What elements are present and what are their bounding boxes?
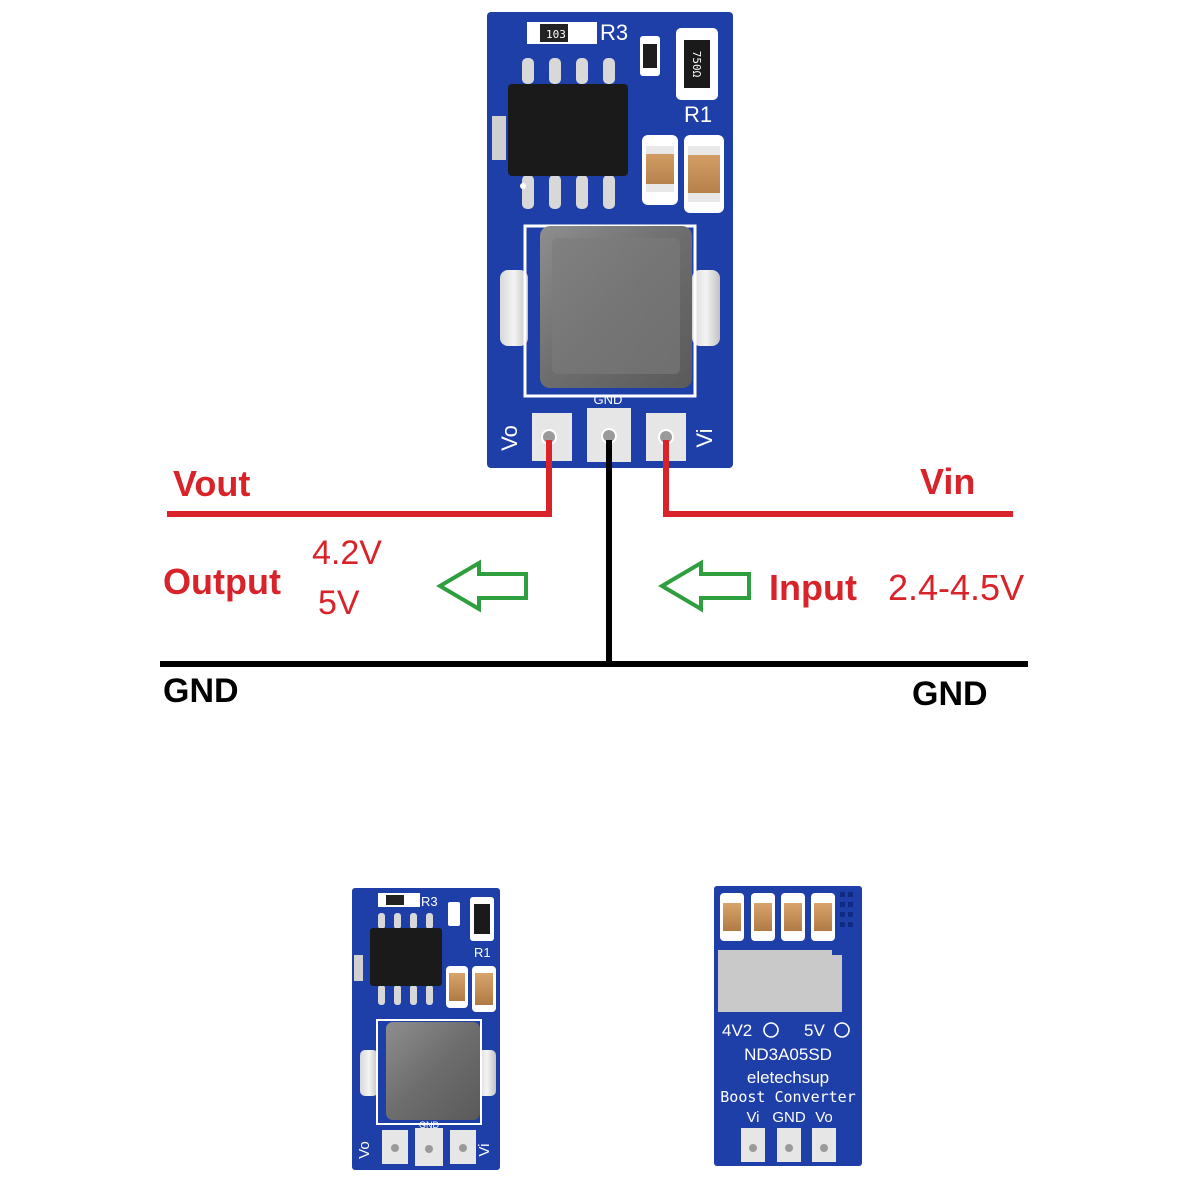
vin-label: Vin [920, 461, 975, 502]
pin-label-gnd: GND [594, 392, 623, 407]
output-voltage-2: 5V [318, 584, 360, 622]
small-label-r1: R1 [474, 945, 491, 960]
pin-label-vi: Vi [692, 428, 717, 447]
r3-code: 103 [546, 28, 566, 41]
small-pin-vo: Vo [356, 1141, 373, 1159]
bottom-board-back: 4V2 5V ND3A05SD eletechsup Boost Convert… [714, 886, 862, 1166]
capacitor-2 [684, 135, 724, 213]
input-range: 2.4-4.5V [888, 567, 1024, 608]
vin-wire [663, 440, 1013, 517]
back-pin-vi: Vi [746, 1109, 759, 1126]
option-4v2: 4V2 [722, 1021, 752, 1040]
vout-wire [167, 440, 552, 517]
model-label: ND3A05SD [744, 1045, 832, 1064]
small-label-r3: R3 [421, 894, 438, 909]
ic-chip [508, 58, 628, 209]
input-arrow-icon [658, 559, 751, 613]
pin-vo [532, 413, 572, 461]
resistor-code: 750Ω [690, 51, 703, 78]
small-pin-gnd: GND [419, 1120, 440, 1130]
input-label: Input [769, 567, 857, 608]
back-capacitors [720, 893, 835, 941]
edge-pad-left [492, 116, 506, 160]
top-board: 103 R3 750Ω R1 [487, 12, 733, 468]
gnd-label-left: GND [163, 672, 239, 710]
vout-label: Vout [173, 463, 250, 504]
capacitor-1 [642, 135, 678, 205]
thermal-pad [718, 950, 842, 1012]
pin-label-vo: Vo [497, 425, 522, 451]
jumper-4v2-icon [763, 1022, 779, 1038]
back-pin-vo: Vo [815, 1109, 833, 1126]
back-pin-gnd: GND [772, 1109, 806, 1126]
output-voltage-1: 4.2V [312, 534, 382, 572]
small-pin-vi: Vi [476, 1143, 493, 1156]
jumper-5v-icon [834, 1022, 850, 1038]
gnd-label-right: GND [912, 675, 988, 713]
inductor [500, 224, 720, 398]
bottom-board-front: R3 R1 GND Vo Vi [352, 888, 500, 1170]
brand-label: eletechsup [747, 1068, 829, 1087]
wiring-diagram: Vout Vin Output 4.2V 5V Input 2.4-4.5V G… [160, 440, 1028, 713]
option-5v: 5V [804, 1021, 825, 1040]
label-r1: R1 [684, 102, 712, 127]
description-label: Boost Converter [720, 1088, 855, 1106]
output-arrow-icon [436, 559, 528, 613]
label-r3: R3 [600, 20, 628, 45]
output-label: Output [163, 561, 281, 602]
